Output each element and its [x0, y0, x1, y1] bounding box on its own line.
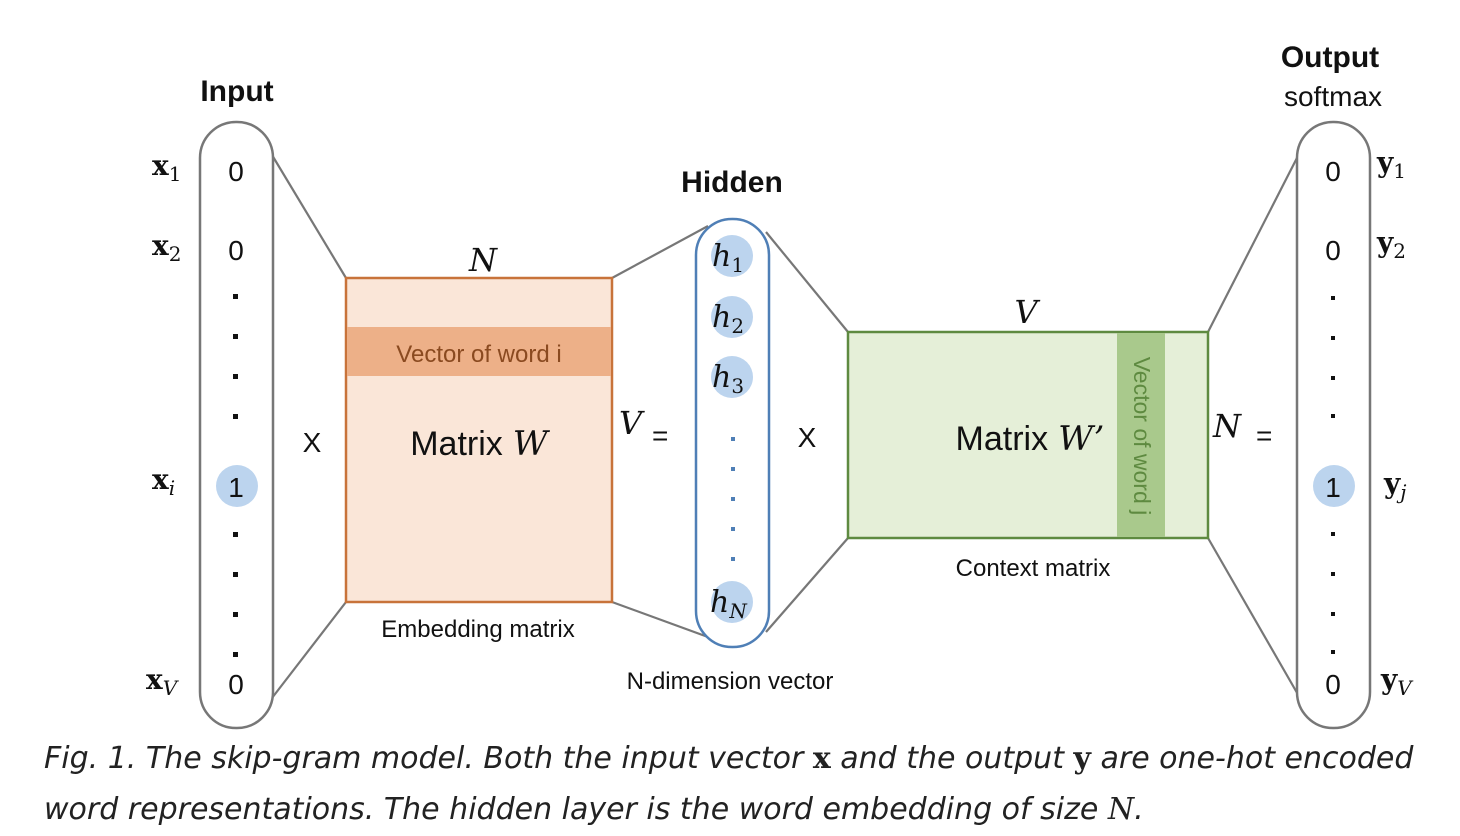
output-title: Output	[1281, 41, 1379, 74]
input-value: 1	[228, 472, 244, 503]
multiply-operator: X	[798, 422, 817, 453]
hidden-unit: h2	[712, 300, 744, 338]
embedding-word-row	[347, 327, 611, 376]
output-hot-highlight	[1313, 465, 1355, 507]
context-caption: Context matrix	[956, 555, 1111, 582]
input-value: 0	[228, 235, 244, 266]
input-title: Input	[200, 75, 273, 108]
output-value: 1	[1325, 472, 1341, 503]
hidden-ellipsis-dots	[731, 437, 735, 561]
input-value: 0	[228, 156, 244, 187]
multiply-operator: X	[303, 427, 322, 458]
figure-caption: Fig. 1. The skip-gram model. Both the in…	[44, 741, 1414, 827]
input-row-label: xi	[152, 463, 175, 500]
input-vector	[198, 120, 275, 730]
context-word-column	[1117, 333, 1165, 537]
output-row-label: yj	[1383, 467, 1406, 504]
output-row-label: y1	[1376, 146, 1406, 183]
input-value: 0	[228, 669, 244, 700]
embedding-side-dim: V	[619, 404, 645, 442]
input-row-label: x2	[152, 229, 181, 266]
input-row-label: x1	[152, 149, 181, 186]
equals-operator: =	[1256, 420, 1272, 451]
output-value: 0	[1325, 156, 1341, 187]
hidden-caption: N-dimension vector	[627, 668, 834, 695]
output-row-label: y2	[1376, 226, 1406, 263]
output-subtitle: softmax	[1284, 81, 1382, 112]
output-row-label: yV	[1380, 663, 1414, 700]
output-value: 0	[1325, 235, 1341, 266]
embedding-row-label: Vector of word i	[396, 341, 561, 368]
context-side-dim: N	[1212, 407, 1242, 445]
input-hot-highlight	[216, 465, 258, 507]
hidden-unit: hN	[710, 585, 748, 623]
hidden-unit: h3	[712, 360, 744, 398]
embedding-caption: Embedding matrix	[381, 616, 574, 643]
context-top-dim: V	[1014, 293, 1040, 331]
equals-operator: =	[652, 420, 668, 451]
input-ellipsis-dots	[233, 294, 238, 657]
hidden-unit: h1	[712, 239, 744, 277]
hidden-title: Hidden	[681, 166, 783, 199]
hidden-unit-highlights	[711, 235, 753, 623]
output-ellipsis-dots	[1331, 296, 1335, 654]
input-row-label: xV	[146, 663, 180, 700]
connector-lines	[271, 151, 1301, 699]
context-column-label: Vector of word j	[1129, 357, 1155, 516]
embedding-top-dim: N	[468, 241, 498, 279]
output-vector	[1295, 120, 1372, 730]
output-value: 0	[1325, 669, 1341, 700]
